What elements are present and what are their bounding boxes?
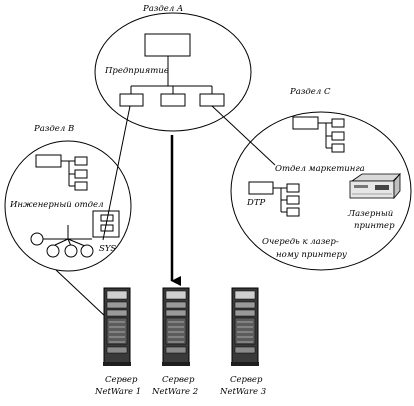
- dtp-root-box: [248, 181, 274, 195]
- server-2-label-line1: Сервер: [162, 375, 195, 385]
- marketing-child-box-1: [331, 118, 345, 128]
- node-circle-4: [80, 244, 94, 258]
- node-circle-1: [30, 232, 44, 246]
- eng-child-box-2: [74, 169, 88, 179]
- eng-root-box: [35, 154, 62, 168]
- marketing-child-box-3: [331, 143, 345, 153]
- section-a-label: Предприятие: [104, 66, 169, 76]
- dtp-label: DTP: [246, 198, 265, 208]
- eng-child-box-1: [74, 156, 88, 166]
- section-b-title: Раздел B: [33, 124, 74, 134]
- connector-a-to-b: [102, 105, 131, 241]
- enterprise-child-box-3: [199, 93, 225, 107]
- server-1-label-line2: NetWare 1: [94, 387, 141, 397]
- laser-printer-label-line2: принтер: [354, 221, 395, 231]
- server-2-label-line2: NetWare 2: [151, 387, 198, 397]
- server-3-label-line2: NetWare 3: [219, 387, 266, 397]
- laser-printer-label-line1: Лазерный: [347, 209, 393, 219]
- section-b-label: Инженерный отдел: [9, 200, 103, 210]
- section-c-ellipse: [230, 111, 412, 271]
- marketing-child-box-2: [331, 131, 345, 141]
- enterprise-child-box-2: [160, 93, 186, 107]
- connector-b-to-server1: [55, 269, 108, 319]
- connector-a-to-c: [211, 105, 276, 166]
- section-a: Раздел A Предприятие: [94, 4, 252, 132]
- section-c-title: Раздел C: [289, 87, 331, 97]
- dtp-child-box-3: [286, 207, 300, 217]
- print-queue-label-line1: Очередь к лазер-: [262, 237, 339, 247]
- server-3-icon: [231, 287, 259, 366]
- sys-device-slot-2: [100, 224, 114, 232]
- enterprise-child-box-1: [119, 93, 144, 107]
- server-1-icon: [103, 287, 131, 366]
- server-2-icon: [162, 287, 190, 366]
- eng-child-box-3: [74, 181, 88, 191]
- dtp-child-box-2: [286, 195, 300, 205]
- node-circle-2: [46, 244, 60, 258]
- sys-device-label: SYS: [99, 244, 116, 254]
- dtp-child-box-1: [286, 183, 300, 193]
- connectors: [55, 105, 276, 319]
- section-c: Раздел C Отдел маркетинга DTP: [230, 87, 412, 271]
- node-circle-3: [64, 244, 78, 258]
- marketing-root-box: [292, 116, 319, 130]
- server-1-label-line1: Сервер: [105, 375, 138, 385]
- print-queue-label-line2: ному принтеру: [276, 250, 347, 260]
- section-a-ellipse: [94, 12, 252, 132]
- section-a-title: Раздел A: [142, 4, 183, 14]
- server-3-label-line1: Сервер: [230, 375, 263, 385]
- section-b: Раздел B Инженерный отдел SYS: [4, 124, 132, 272]
- enterprise-root-box: [144, 33, 191, 57]
- section-c-label: Отдел маркетинга: [275, 164, 365, 174]
- section-b-ellipse: [4, 140, 132, 272]
- servers: [103, 287, 259, 366]
- laser-printer-icon: [349, 172, 401, 200]
